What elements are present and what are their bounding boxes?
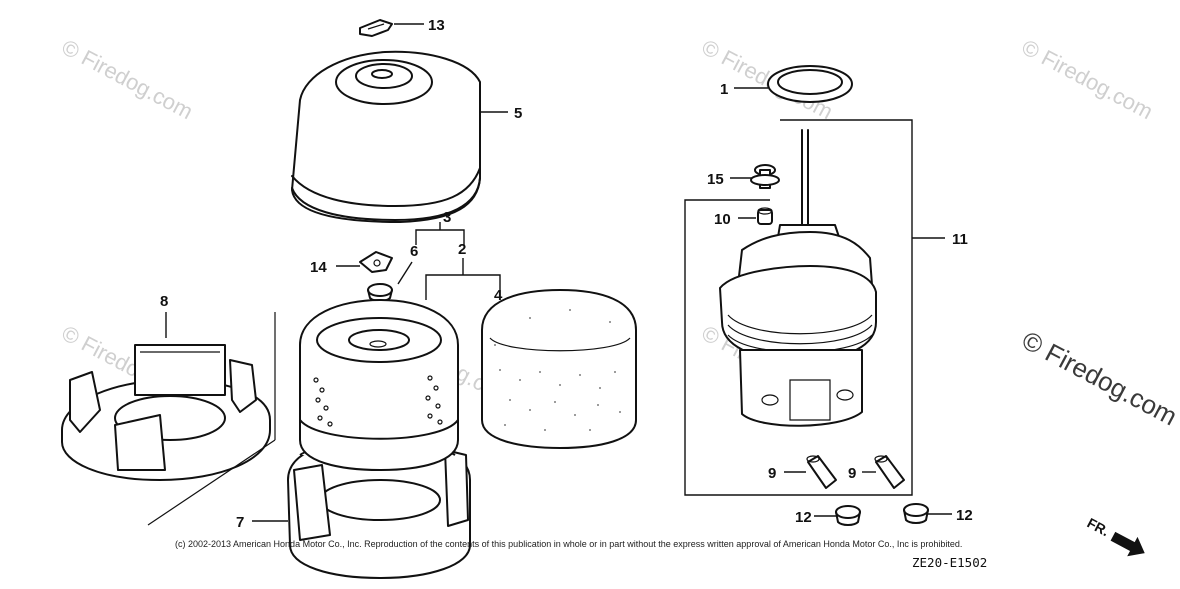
- callout-10: 10: [714, 211, 731, 228]
- part-8-case[interactable]: [61, 344, 271, 481]
- part-13-clip[interactable]: [359, 19, 393, 37]
- callout-6: 6: [410, 243, 418, 260]
- part-6-nut[interactable]: [367, 283, 393, 302]
- callout-13: 13: [428, 17, 445, 34]
- callout-1: 1: [720, 81, 728, 98]
- callout-12-right: 12: [956, 507, 973, 524]
- watermark-text-dark: © Firedog.com: [1017, 325, 1180, 432]
- callout-3: 3: [443, 209, 451, 226]
- part-11-bracket: [684, 119, 913, 496]
- diagram-code: ZE20-E1502: [912, 555, 987, 570]
- callout-2: 2: [458, 241, 466, 258]
- part-12-nut-left[interactable]: [835, 505, 861, 526]
- callout-11: 11: [952, 231, 968, 248]
- part-2-element[interactable]: [299, 299, 459, 471]
- callout-7: 7: [236, 514, 244, 531]
- part-11-elbow[interactable]: [719, 129, 877, 427]
- callout-12-left: 12: [795, 509, 812, 526]
- part-4-pre-filter[interactable]: [481, 289, 637, 449]
- part-5-cover[interactable]: [291, 50, 481, 223]
- part-9-tube-right[interactable]: [874, 455, 905, 489]
- watermark-text: © Firedog.com: [1018, 34, 1157, 124]
- part-1-gasket[interactable]: [767, 65, 853, 103]
- front-direction-label: FR.: [1085, 515, 1112, 540]
- callout-9-right: 9: [848, 465, 856, 482]
- assembly-brackets: [415, 222, 501, 300]
- front-direction-arrow: [1110, 531, 1145, 557]
- callout-14: 14: [310, 259, 327, 276]
- callout-9-left: 9: [768, 465, 776, 482]
- part-15-bolt[interactable]: [750, 164, 780, 189]
- part-10-collar[interactable]: [757, 207, 773, 225]
- callout-5: 5: [514, 105, 522, 122]
- watermark-text: © Firedog.com: [58, 34, 197, 124]
- part-12-nut-right[interactable]: [903, 503, 929, 524]
- callout-15: 15: [707, 171, 724, 188]
- callout-8: 8: [160, 293, 168, 310]
- callout-4: 4: [494, 287, 503, 304]
- part-14-wing-nut[interactable]: [359, 251, 393, 273]
- part-9-tube-left[interactable]: [806, 455, 837, 489]
- copyright-notice: (c) 2002-2013 American Honda Motor Co., …: [175, 539, 962, 549]
